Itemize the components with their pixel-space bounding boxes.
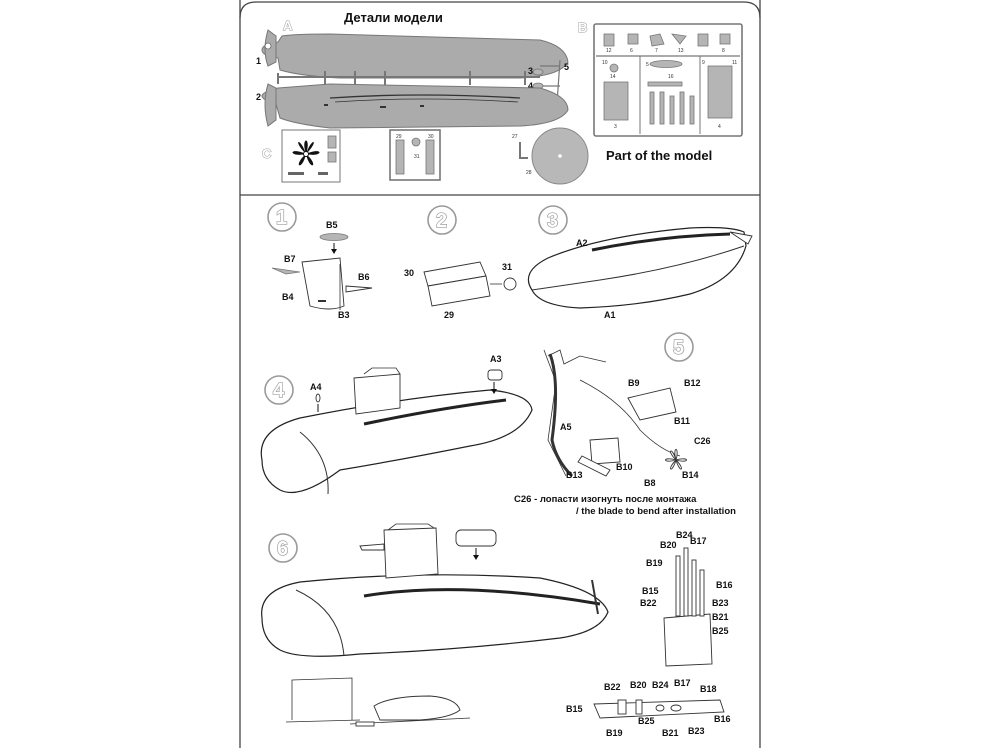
step-1-number: 1 [276, 207, 287, 229]
label-step5-c26: C26 [694, 436, 711, 446]
label-step5-b14: B14 [682, 470, 699, 480]
label-step3-a2: A2 [576, 238, 588, 248]
label-detail-b16: B16 [714, 714, 731, 724]
label-detail-b17: B17 [674, 678, 691, 688]
propeller-icon [292, 140, 320, 166]
label-part-2: 2 [256, 92, 261, 102]
step-3: 3 A2 A1 [527, 205, 753, 320]
stand-sketch [285, 677, 471, 727]
label-step5-b11: B11 [674, 416, 690, 426]
sprue-c-propeller: C [262, 129, 341, 183]
label-step6-b20: B20 [660, 540, 677, 550]
label-step1-b4: B4 [282, 292, 294, 302]
sheet-border [239, 0, 761, 748]
stand-disc: 27 28 [512, 127, 589, 185]
label-step5-b13: B13 [566, 470, 583, 480]
label-b-11: 11 [732, 60, 737, 66]
label-step1-b3: B3 [338, 310, 350, 320]
label-b-16: 16 [668, 74, 674, 80]
label-step6-b25: B25 [712, 626, 729, 636]
label-step5-b12: B12 [684, 378, 701, 388]
label-step6-b16: B16 [716, 580, 733, 590]
label-b-9: 9 [702, 60, 705, 66]
label-detail-b15: B15 [566, 704, 583, 714]
label-b-12: 12 [606, 48, 612, 54]
label-step6-b22: B22 [640, 598, 657, 608]
label-step2-30: 30 [404, 268, 414, 278]
step-5: 5 B9 B12 A5 B11 C26 B13 B10 B14 B8 [543, 332, 711, 488]
step-4-number: 4 [273, 380, 285, 402]
label-detail-b23: B23 [688, 726, 705, 736]
step-3-number: 3 [547, 210, 558, 232]
label-step5-b8: B8 [644, 478, 656, 488]
label-step5-a5: A5 [560, 422, 572, 432]
label-c-27: 27 [512, 134, 518, 140]
step-2-number: 2 [436, 210, 447, 232]
label-c-28: 28 [526, 170, 532, 176]
step-1: 1 B5 B7 B6 B4 B3 [267, 202, 373, 320]
label-b-4: 4 [718, 124, 721, 130]
label-c-29: 29 [396, 134, 402, 140]
label-step5-b9: B9 [628, 378, 640, 388]
label-b-8: 8 [722, 48, 725, 54]
label-part-1: 1 [256, 56, 261, 66]
label-step2-29: 29 [444, 310, 454, 320]
label-detail-b21: B21 [662, 728, 679, 738]
section-letter-a: A [283, 18, 293, 33]
sprue-c-parts: 29 30 31 [389, 129, 441, 181]
label-step4-a4: A4 [310, 382, 322, 392]
title-en: Part of the model [606, 148, 712, 163]
step-5-number: 5 [673, 337, 684, 359]
sprue-a-runner: 3 4 5 [277, 59, 569, 119]
parts-panel: A Детали модели 1 3 4 5 [256, 10, 743, 185]
sprue-a-hull-1: 1 [256, 29, 569, 79]
label-step1-b5: B5 [326, 220, 338, 230]
title-ru: Детали модели [344, 10, 443, 25]
label-step6-b24: B24 [676, 530, 693, 540]
label-part-3: 3 [528, 66, 533, 76]
label-detail-b18: B18 [700, 684, 717, 694]
label-detail-b24: B24 [652, 680, 669, 690]
note-ru: С26 - лопасти изогнуть после монтажа [514, 494, 697, 505]
label-step6-b21: B21 [712, 612, 729, 622]
section-letter-c: C [262, 146, 272, 161]
label-step6-b15: B15 [642, 586, 659, 596]
label-c-31: 31 [414, 154, 420, 160]
label-detail-b25: B25 [638, 716, 655, 726]
section-letter-b: B [578, 20, 587, 35]
label-step3-a1: A1 [604, 310, 616, 320]
label-b-7: 7 [655, 48, 658, 54]
label-detail-b19: B19 [606, 728, 623, 738]
propeller-icon [665, 449, 687, 470]
label-step6-b17: B17 [690, 536, 707, 546]
label-b-6: 6 [630, 48, 633, 54]
label-step6-b19: B19 [646, 558, 663, 568]
step-6-number: 6 [277, 538, 288, 560]
label-b-10: 10 [602, 60, 608, 66]
label-step1-b6: B6 [358, 272, 370, 282]
label-step2-31: 31 [502, 262, 512, 272]
step-2: 2 30 31 29 [404, 205, 517, 320]
label-b-14: 14 [610, 74, 616, 80]
label-step5-b10: B10 [616, 462, 633, 472]
label-detail-b22: B22 [604, 682, 621, 692]
sheet-corner-top-left [239, 1, 761, 19]
step-4: 4 A4 A3 [260, 354, 533, 495]
label-part-5: 5 [564, 62, 569, 72]
label-step4-a3: A3 [490, 354, 502, 364]
label-step1-b7: B7 [284, 254, 296, 264]
mast-plan-detail: B22 B20 B24 B17 B18 B15 B16 B19 B25 B21 … [566, 678, 731, 738]
label-b-5: 5 [646, 62, 649, 68]
label-part-4: 4 [528, 81, 533, 91]
label-b-3: 3 [614, 124, 617, 130]
note-en: / the blade to bend after installation [576, 506, 736, 517]
label-c-30: 30 [428, 134, 434, 140]
sprue-a-hull-2: 2 [256, 83, 569, 129]
step-6: 6 B24 B20 B17 B19 B16 B15 B22 B23 B21 B2… [261, 523, 733, 667]
label-step6-b23: B23 [712, 598, 729, 608]
sprue-b: B 12 6 7 13 8 5 9 [578, 20, 743, 137]
label-detail-b20: B20 [630, 680, 647, 690]
label-b-13: 13 [678, 48, 684, 54]
